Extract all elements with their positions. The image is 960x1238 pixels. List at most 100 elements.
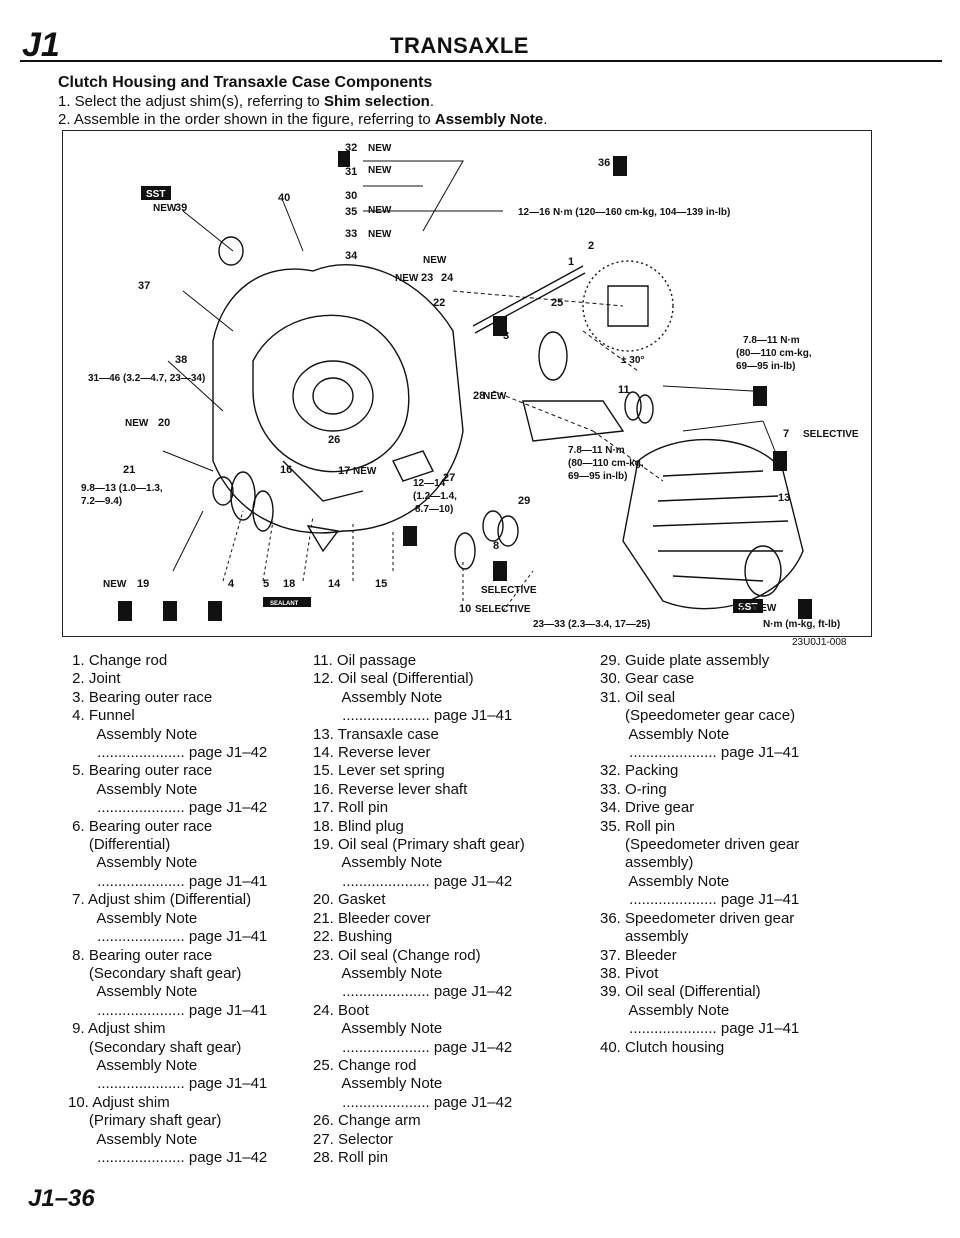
list-item: Assembly Note bbox=[313, 1075, 443, 1093]
torque-label-98-13: 9.8—13 (1.0—1.3, bbox=[81, 483, 163, 494]
callout-39: 39 bbox=[175, 202, 187, 214]
list-item: 32. Packing bbox=[600, 762, 679, 780]
callout-11: 11 bbox=[618, 384, 630, 396]
list-item: 18. Blind plug bbox=[313, 817, 404, 835]
list-item: (Secondary shaft gear) bbox=[68, 964, 242, 982]
callout-10: 10 bbox=[459, 603, 471, 615]
torque-label-78-11-b: 69—95 in-lb) bbox=[568, 471, 627, 482]
callout-22: 22 bbox=[433, 297, 445, 309]
list-item: ..................... page J1–41 bbox=[600, 1020, 800, 1038]
list-item: 9. Adjust shim bbox=[68, 1020, 166, 1038]
list-item: 33. O-ring bbox=[600, 780, 667, 798]
callout-24: 24 bbox=[441, 272, 454, 284]
list-item: (Speedometer gear cace) bbox=[600, 707, 796, 725]
transaxle-case-outline bbox=[622, 439, 804, 610]
torque-label-12-14: (1.2—1.4, bbox=[413, 491, 457, 502]
angle-label: ± 30° bbox=[621, 355, 644, 366]
list-item: Assembly Note bbox=[68, 725, 198, 743]
new-label: NEW bbox=[368, 143, 392, 154]
callout-2: 2 bbox=[588, 240, 594, 252]
callout-15: 15 bbox=[375, 578, 387, 590]
page-number: J1–36 bbox=[28, 1185, 95, 1212]
list-item: 5. Bearing outer race bbox=[68, 762, 213, 780]
list-item: 28. Roll pin bbox=[313, 1148, 389, 1166]
list-item: Assembly Note bbox=[68, 854, 198, 872]
oil-can-icon bbox=[118, 151, 812, 621]
list-item: assembly bbox=[600, 928, 689, 946]
list-item: 39. Oil seal (Differential) bbox=[600, 983, 761, 1001]
list-item: 1. Change rod bbox=[68, 652, 168, 669]
sst-tag bbox=[141, 186, 171, 200]
torque-label-78-11-b: 7.8—11 N·m bbox=[568, 445, 625, 456]
new-label: NEW bbox=[103, 579, 127, 590]
list-item: 17. Roll pin bbox=[313, 799, 389, 817]
list-item: 29. Guide plate assembly bbox=[600, 652, 770, 669]
list-item: 35. Roll pin bbox=[600, 817, 676, 835]
callout-18: 18 bbox=[283, 578, 295, 590]
callout-38: 38 bbox=[175, 354, 187, 366]
torque-label-23-33: 23—33 (2.3—3.4, 17—25) bbox=[533, 619, 650, 630]
callout-30: 30 bbox=[345, 190, 357, 202]
callout-21: 21 bbox=[123, 464, 135, 476]
parts-list-column-1: 1. Change rod 2. Joint 3. Bearing outer … bbox=[68, 652, 267, 1167]
list-item: ..................... page J1–42 bbox=[68, 1148, 268, 1166]
callout-6: 6 bbox=[753, 390, 759, 402]
sst-tag-label: SST bbox=[146, 189, 165, 200]
torque-label-78-11: (80—110 cm-kg, bbox=[736, 348, 812, 359]
callout-23: 23 bbox=[421, 272, 433, 284]
callout-13: 13 bbox=[778, 492, 790, 504]
callout-20: 20 bbox=[158, 417, 170, 429]
selective-label: SELECTIVE bbox=[475, 604, 531, 615]
instruction-1: 1. Select the adjust shim(s), referring … bbox=[58, 93, 434, 110]
list-item: (Primary shaft gear) bbox=[68, 1112, 222, 1130]
list-item: ..................... page J1–42 bbox=[313, 872, 513, 890]
list-item: ..................... page J1–42 bbox=[68, 744, 268, 762]
list-item: Assembly Note bbox=[68, 983, 198, 1001]
list-item: Assembly Note bbox=[313, 688, 443, 706]
torque-label-12-16: 12—16 N·m (120—160 cm-kg, 104—139 in-lb) bbox=[518, 207, 730, 218]
selective-label: SELECTIVE bbox=[481, 585, 537, 596]
exploded-view-drawing: SST SST SEALANT NEW NEW NEW NEW NEW NEW … bbox=[81, 142, 859, 630]
callout-7: 7 bbox=[783, 428, 789, 440]
callout-26: 26 bbox=[328, 434, 340, 446]
list-item: 38. Pivot bbox=[600, 964, 659, 982]
list-item: 16. Reverse lever shaft bbox=[313, 780, 468, 798]
shim-selection-reference: Shim selection bbox=[323, 93, 430, 110]
list-item: 22. Bushing bbox=[313, 928, 393, 946]
list-item: (Differential) bbox=[68, 836, 171, 854]
torque-label-78-11-b: (80—110 cm-kg, bbox=[568, 458, 644, 469]
instruction-1-text: 1. Select the adjust shim(s), referring … bbox=[58, 93, 324, 110]
list-item: Assembly Note bbox=[313, 964, 443, 982]
list-item: ..................... page J1–41 bbox=[68, 1001, 268, 1019]
callout-29: 29 bbox=[518, 495, 530, 507]
list-item: Assembly Note bbox=[68, 909, 198, 927]
sst-tag-label-2: SST bbox=[738, 602, 757, 613]
section-code: J1 bbox=[22, 26, 60, 64]
list-item: 31. Oil seal bbox=[600, 688, 676, 706]
callout-40: 40 bbox=[278, 192, 290, 204]
list-item: ..................... page J1–41 bbox=[600, 891, 800, 909]
list-item: ..................... page J1–41 bbox=[68, 1075, 268, 1093]
new-label: NEW bbox=[368, 205, 392, 216]
section-heading: Clutch Housing and Transaxle Case Compon… bbox=[58, 74, 433, 91]
list-item: 14. Reverse lever bbox=[313, 744, 431, 762]
list-item: 10. Adjust shim bbox=[68, 1093, 170, 1111]
callout-37: 37 bbox=[138, 280, 150, 292]
callout-3: 3 bbox=[503, 330, 509, 342]
list-item: 27. Selector bbox=[313, 1130, 394, 1148]
list-item: Assembly Note bbox=[313, 854, 443, 872]
list-item: ..................... page J1–42 bbox=[313, 1038, 513, 1056]
list-item: Assembly Note bbox=[600, 872, 730, 890]
list-item: ..................... page J1–42 bbox=[313, 1093, 513, 1111]
new-label: NEW bbox=[753, 603, 777, 614]
callout-34: 34 bbox=[345, 250, 358, 262]
header-divider bbox=[20, 60, 942, 62]
callout-35: 35 bbox=[345, 206, 357, 218]
callout-14: 14 bbox=[328, 578, 341, 590]
list-item: ..................... page J1–42 bbox=[68, 799, 268, 817]
list-item: 7. Adjust shim (Differential) bbox=[68, 891, 252, 909]
clutch-housing-outline bbox=[212, 264, 464, 534]
callout-36: 36 bbox=[598, 157, 610, 169]
list-item: ..................... page J1–41 bbox=[313, 707, 513, 725]
list-item: 40. Clutch housing bbox=[600, 1038, 725, 1056]
